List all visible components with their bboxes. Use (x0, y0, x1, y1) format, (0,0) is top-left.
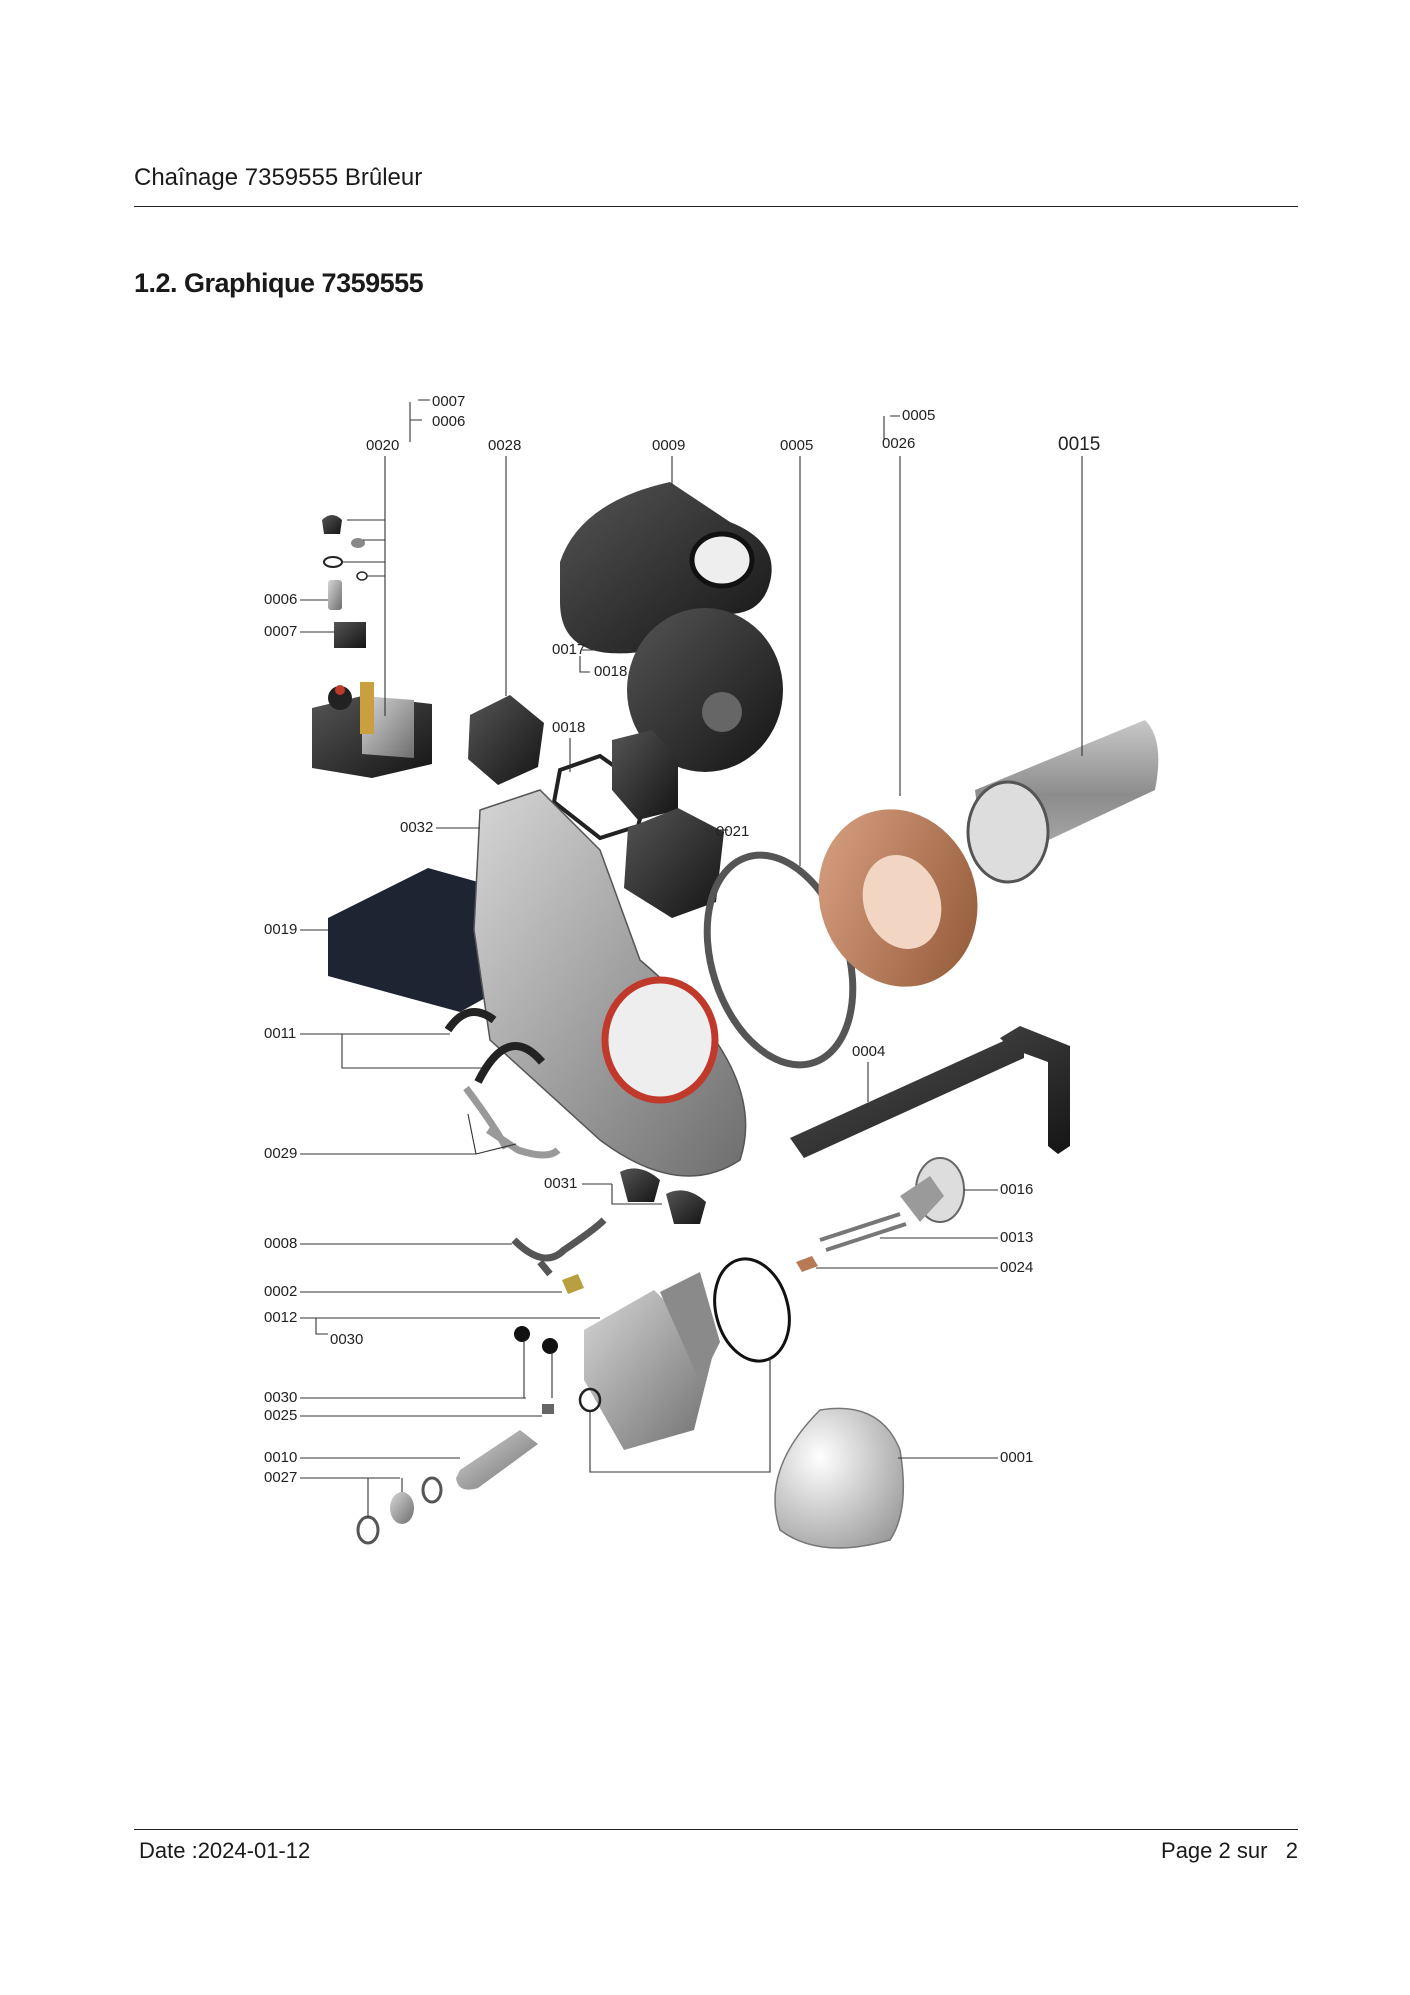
callout-0005-b: 0005 (902, 407, 935, 424)
callout-0006: 0006 (264, 591, 297, 608)
callout-0019: 0019 (264, 921, 297, 938)
callout-0016: 0016 (1000, 1181, 1033, 1198)
callout-0005-a: 0005 (780, 437, 813, 454)
callout-0027: 0027 (264, 1469, 297, 1486)
electrodes-0013 (819, 1212, 907, 1252)
fitting-0002 (562, 1274, 584, 1294)
footer-divider (134, 1829, 1298, 1830)
callout-0020: 0020 (366, 437, 399, 454)
document-header-title: Chaînage 7359555 Brûleur (134, 164, 423, 191)
footer-page-number: Page 2 sur 2 (1161, 1838, 1298, 1863)
callout-0025: 0025 (264, 1407, 297, 1424)
callout-0012: 0012 (264, 1309, 297, 1326)
mixing-head-0016 (900, 1157, 965, 1223)
callout-0004: 0004 (852, 1043, 885, 1060)
preheater-0010 (456, 1430, 538, 1490)
feet-0031 (620, 1168, 706, 1224)
fan-housing-0017 (627, 608, 783, 772)
callout-0021: 0021 (716, 823, 749, 840)
o-ring-large (713, 1257, 791, 1363)
callout-0017: 0017 (552, 641, 585, 658)
callout-0006-top: 0006 (432, 413, 465, 430)
seals-0027 (356, 1476, 443, 1545)
section-title: 1.2. Graphique 7359555 (134, 268, 424, 298)
callout-0013: 0013 (1000, 1229, 1033, 1246)
leader-lines (300, 399, 1083, 1518)
callout-labels: 0007 0006 0020 0028 0009 0005 0005 0026 … (264, 393, 1100, 1486)
burner-housing-0032 (473, 789, 747, 1177)
oil-pump (312, 682, 432, 778)
blast-tube-0015 (966, 720, 1159, 884)
footer-date: Date :2024-01-12 (139, 1838, 311, 1863)
callout-0009: 0009 (652, 437, 685, 454)
callout-0007: 0007 (264, 623, 297, 640)
callout-0010: 0010 (264, 1449, 297, 1466)
callout-0011: 0011 (264, 1025, 296, 1042)
callout-0015: 0015 (1058, 434, 1100, 455)
callout-0018-b: 0018 (552, 719, 585, 736)
o-rings-0030 (514, 1326, 602, 1413)
flange-0026 (818, 809, 978, 987)
callout-0030-a: 0030 (330, 1331, 363, 1348)
oil-hose-0008 (511, 1217, 607, 1277)
oil-line-0004 (790, 1026, 1070, 1158)
callout-0029: 0029 (264, 1145, 297, 1162)
control-box-0021 (624, 808, 724, 918)
nozzle-0024 (796, 1256, 818, 1272)
flex-tubes-0029 (463, 1085, 561, 1159)
callout-0001: 0001 (1000, 1449, 1033, 1466)
callout-0030-b: 0030 (264, 1389, 297, 1406)
callout-0008: 0008 (264, 1235, 297, 1252)
callout-0026: 0026 (882, 435, 915, 452)
hose-brackets-0011 (444, 1008, 546, 1084)
hood-cover-0001 (774, 1407, 905, 1549)
mounting-plate-0012 (584, 1272, 720, 1450)
pump-small-parts (322, 515, 368, 648)
callout-0002: 0002 (264, 1283, 297, 1300)
coil-0028 (468, 695, 544, 785)
fan-motor (612, 730, 678, 820)
callout-0007-top: 0007 (432, 393, 465, 410)
callout-0018-a: 0018 (594, 663, 627, 680)
callout-0031: 0031 (544, 1175, 577, 1192)
screw-0025 (542, 1404, 554, 1414)
callout-0028: 0028 (488, 437, 521, 454)
header-divider (134, 206, 1298, 207)
callout-0032: 0032 (400, 819, 433, 836)
callout-0024: 0024 (1000, 1259, 1033, 1276)
